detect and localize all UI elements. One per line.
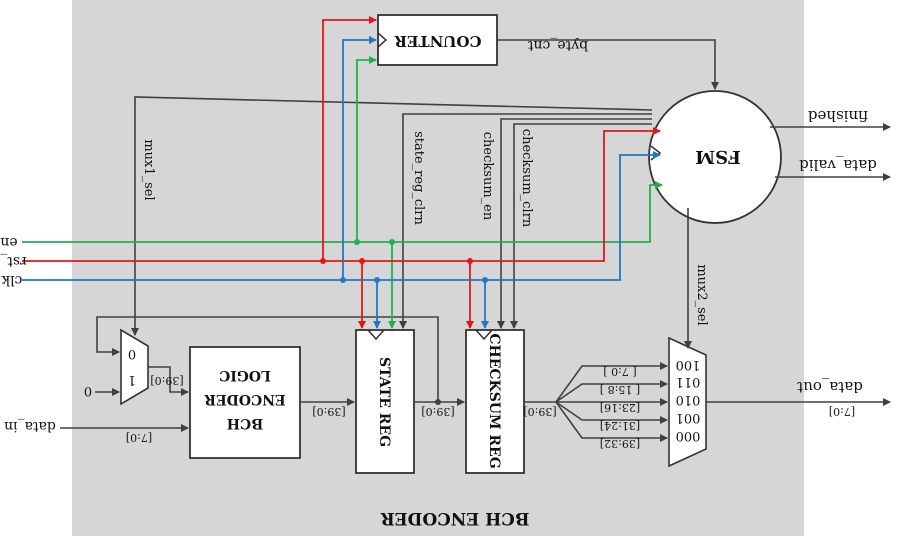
mux1-sel-label: mux1_sel xyxy=(141,139,156,200)
data-valid-label: data_valid xyxy=(799,156,877,174)
slice-7-0: [ 7:0 ] xyxy=(603,365,636,378)
mux2: 100 011 010 001 000 xyxy=(668,336,707,468)
mux2-code-001: 001 xyxy=(676,410,701,425)
state-reg-clrn-label: state_reg_clrn xyxy=(411,131,426,225)
clk-junction-1 xyxy=(340,277,346,283)
slice-31-24: [31:24] xyxy=(600,419,640,432)
mux2-sel-label: mux2_sel xyxy=(694,264,709,325)
checksum-clrn-wire xyxy=(510,123,652,329)
mux1-out-width: [39:0] xyxy=(150,374,183,387)
en-label: en xyxy=(0,234,17,250)
checksum-out-width: [39:0] xyxy=(523,405,556,418)
slice-15-8: [ 15:8 ] xyxy=(600,383,640,396)
rst-wires xyxy=(22,16,661,329)
mux2-code-100: 100 xyxy=(676,357,701,372)
byte-cnt-label: byte_cnt xyxy=(527,37,588,53)
logic-encoder-line-3: BCH xyxy=(227,415,263,431)
fanout-011 xyxy=(555,380,668,403)
clk-label: clk xyxy=(1,272,22,288)
rst-junction-2 xyxy=(359,258,365,264)
checksum-en-wire xyxy=(497,118,652,329)
mux2-code-010: 010 xyxy=(676,392,701,407)
fsm-label: FSM xyxy=(695,146,741,167)
checksum-reg-block: CHECKSUM REG xyxy=(465,329,525,474)
zero-label: 0 xyxy=(84,383,92,398)
mux2-code-000: 000 xyxy=(676,428,701,443)
finished-label: finished xyxy=(807,107,868,125)
slice-39-32: [39:32] xyxy=(600,437,640,450)
clk-junction-2 xyxy=(374,277,380,283)
control-wires xyxy=(60,39,891,442)
mux1-port-1: 1 xyxy=(128,372,136,387)
rst-junction-1 xyxy=(320,258,326,264)
rst-junction-3 xyxy=(467,258,473,264)
mux1-out-wire xyxy=(148,366,189,396)
logic-encoder-line-2: ENCODER xyxy=(204,391,286,407)
data-in-width: [7:0] xyxy=(126,431,152,444)
fanout-000 xyxy=(555,401,668,442)
fanout-001 xyxy=(555,401,668,424)
counter-label: COUNTER xyxy=(394,32,481,50)
rst-label: rst_n xyxy=(0,253,27,269)
en-junction-1 xyxy=(354,239,360,245)
byte-cnt-wire xyxy=(497,39,719,90)
state-reg-block: STATE REG xyxy=(355,329,415,474)
en-junction-2 xyxy=(389,239,395,245)
clk-wires xyxy=(22,36,661,329)
en-wires xyxy=(22,56,663,329)
state-reg-label: STATE REG xyxy=(376,357,392,447)
data-in-label: data_in xyxy=(4,418,56,434)
mux1-port-0: 0 xyxy=(128,346,136,361)
data-out-label: data_out xyxy=(797,378,863,396)
diagram-title: BCH ENCODER xyxy=(380,508,530,528)
mux1-sel-wire xyxy=(131,96,653,336)
feedback-wire xyxy=(96,316,439,402)
clk-junction-3 xyxy=(482,277,488,283)
checksum-clrn-label: checksum_clrn xyxy=(519,129,534,228)
state-reg-clrn-wire xyxy=(399,113,652,329)
slice-23-16: [23:16] xyxy=(600,401,640,414)
checksum-reg-label: CHECKSUM REG xyxy=(486,333,502,468)
fsm-block: FSM xyxy=(648,90,782,224)
logic-encoder-line-1: LOGIC xyxy=(219,367,271,383)
checksum-en-label: checksum_en xyxy=(480,132,495,221)
encoder-out-width: [39:0] xyxy=(312,405,345,418)
fanout-100 xyxy=(555,362,668,403)
mux1: 0 1 xyxy=(120,328,149,406)
data-out-width: [7:0] xyxy=(829,405,855,418)
counter-block: COUNTER xyxy=(377,14,498,66)
mux2-code-011: 011 xyxy=(676,374,701,389)
logic-encoder-block: LOGIC ENCODER BCH xyxy=(189,346,301,459)
state-out-width: [39:0] xyxy=(421,405,454,418)
feedback-junction xyxy=(435,399,441,405)
